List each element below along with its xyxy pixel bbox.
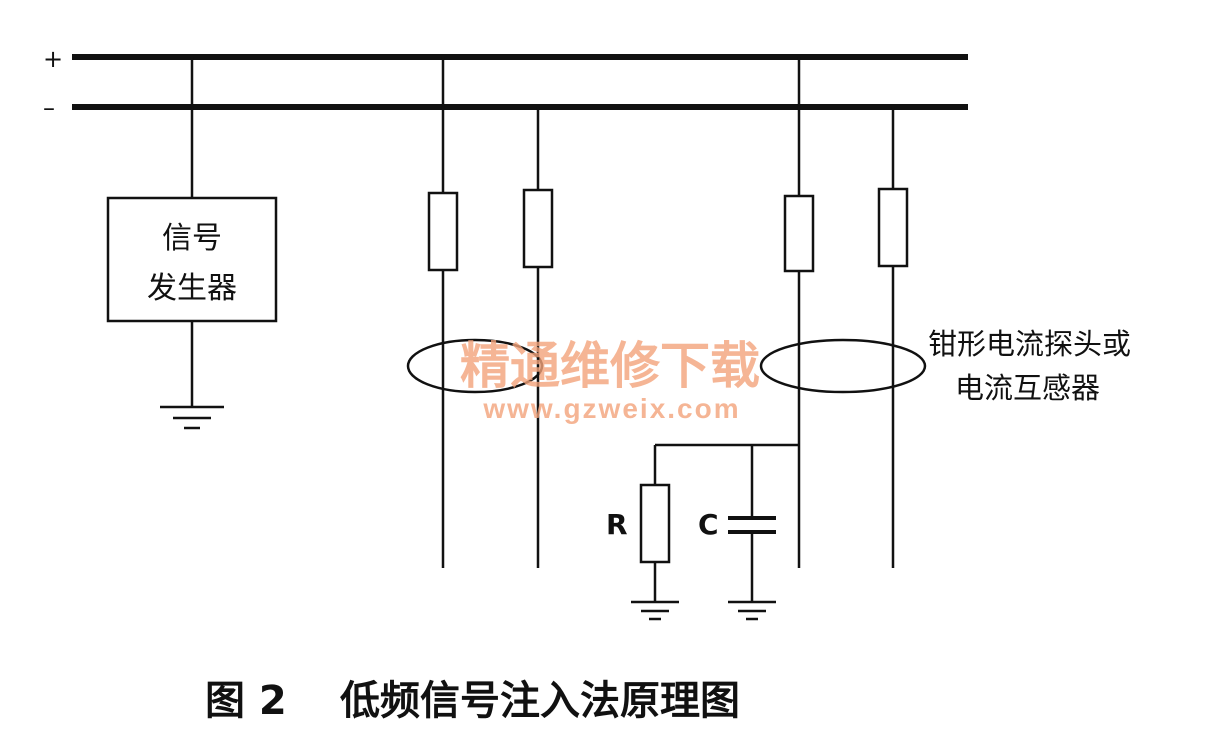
feeder-2-resistor	[522, 188, 554, 269]
probe-ellipse-right	[759, 338, 927, 394]
watermark-url: www.gzweix.com	[482, 393, 740, 424]
probe-label-line2: 电流互感器	[955, 371, 1100, 405]
r-ground-icon	[631, 600, 679, 621]
resistor-label: R	[606, 508, 628, 541]
capacitor-label: C	[698, 508, 719, 541]
figure-number: 图 2	[205, 678, 287, 724]
generator-ground-icon	[160, 405, 224, 430]
feeder-4-resistor	[877, 187, 909, 268]
probe-label-line1: 钳形电流探头或	[928, 327, 1131, 361]
feeder-1-resistor	[427, 191, 459, 272]
watermark-title: 精通维修下载	[460, 336, 760, 395]
feeder-3-resistor	[783, 194, 815, 273]
negative-rail-label: –	[43, 94, 55, 122]
generator-label-line1: 信号	[162, 221, 222, 256]
generator-label-line2: 发生器	[147, 271, 237, 306]
figure-title: 低频信号注入法原理图	[340, 678, 740, 724]
r-resistor	[639, 483, 671, 564]
capacitor-plates	[728, 516, 776, 534]
positive-rail-label: +	[43, 45, 63, 73]
probe-ellipse-left	[406, 338, 544, 394]
c-ground-icon	[728, 600, 776, 621]
